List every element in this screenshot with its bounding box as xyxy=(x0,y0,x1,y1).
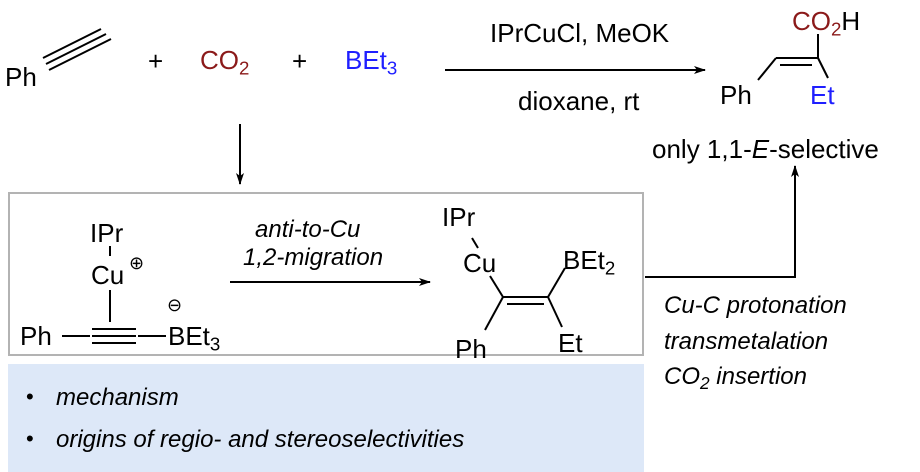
borate-sub: 3 xyxy=(209,333,221,355)
conditions-bottom: dioxane, rt xyxy=(518,86,640,116)
intermediate-ipr: IPr xyxy=(442,202,476,232)
co2-main: CO xyxy=(200,45,239,75)
mechanism-box xyxy=(8,192,644,356)
triethylborane-label: BEt3 xyxy=(345,45,397,77)
co2-step-sub: 2 xyxy=(700,373,710,394)
notes-box xyxy=(8,364,644,472)
boryl-main: BEt xyxy=(563,245,605,275)
intermediate-boryl: BEt2 xyxy=(563,245,615,277)
step-co2-insertion: CO2 insertion xyxy=(664,363,807,392)
boryl-sub: 2 xyxy=(604,257,616,279)
plus-sign: + xyxy=(292,46,308,76)
step-protonation: Cu-C protonation xyxy=(664,292,847,319)
selectivity-note: only 1,1-E-selective xyxy=(652,136,879,162)
step-label-anti: anti-to-Cu xyxy=(255,216,361,243)
note-mechanism: mechanism xyxy=(56,384,179,411)
note-selectivity-origins: origins of regio- and stereoselectivitie… xyxy=(56,426,465,453)
ate-phenyl: Ph xyxy=(20,321,52,351)
bullet: • xyxy=(26,426,34,451)
borane-main: BEt xyxy=(345,45,387,75)
conditions-top: IPrCuCl, MeOK xyxy=(490,18,670,48)
intermediate-ethyl: Et xyxy=(558,328,583,358)
negative-charge: ⊖ xyxy=(167,295,183,315)
borate-main: BEt xyxy=(168,321,210,351)
alkyne-bond xyxy=(42,28,112,71)
co2-step-suffix: insertion xyxy=(709,363,807,390)
co2-step-main: CO xyxy=(664,363,700,390)
plus-sign: + xyxy=(148,46,164,76)
co2-label: CO2 xyxy=(200,45,249,77)
cu-label: Cu xyxy=(91,260,125,290)
ate-borate: BEt3 xyxy=(168,321,220,353)
step-label-migration: 1,2-migration xyxy=(243,244,384,271)
intermediate-phenyl: Ph xyxy=(455,334,487,364)
phenyl-label: Ph xyxy=(5,62,37,92)
connector-arrow xyxy=(645,165,799,278)
selectivity-prefix: only 1,1- xyxy=(652,134,752,164)
product-phenyl: Ph xyxy=(720,80,752,110)
positive-charge: ⊕ xyxy=(129,253,145,273)
product-ethyl: Et xyxy=(810,80,835,110)
product-bonds xyxy=(757,34,829,81)
ate-complex-bonds xyxy=(62,246,166,344)
carboxylic-acid-label: CO2H xyxy=(792,6,861,38)
borane-sub: 3 xyxy=(386,57,398,79)
co2-sub: 2 xyxy=(239,57,250,79)
intermediate-cu: Cu xyxy=(463,248,497,278)
acid-h: H xyxy=(841,6,861,36)
selectivity-e: E xyxy=(751,134,770,164)
selectivity-suffix: -selective xyxy=(769,134,879,164)
ipr-label: IPr xyxy=(90,218,124,248)
step-transmetalation: transmetalation xyxy=(664,328,829,355)
bullet: • xyxy=(26,384,34,409)
acid-co: CO xyxy=(792,6,831,36)
intermediate-bonds xyxy=(471,237,566,331)
acid-sub: 2 xyxy=(831,18,842,40)
